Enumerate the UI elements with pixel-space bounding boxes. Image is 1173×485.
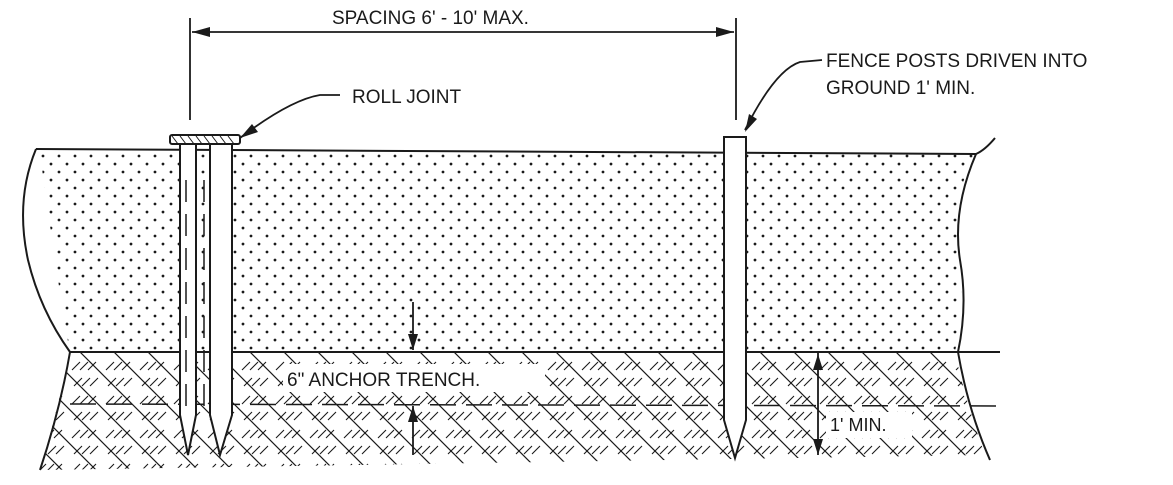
spacing-dimension bbox=[189, 18, 737, 120]
fence-posts-label-line2: GROUND 1' MIN. bbox=[826, 78, 975, 99]
min-depth-label: 1' MIN. bbox=[830, 415, 886, 435]
roll-joint-leader bbox=[239, 94, 340, 139]
fence-post-left-pair bbox=[169, 134, 241, 459]
min-depth-arrows bbox=[813, 352, 823, 455]
fence-posts-leader bbox=[744, 59, 823, 132]
fence-posts-label-line1: FENCE POSTS DRIVEN INTO bbox=[826, 51, 1087, 72]
anchor-trench-label-bg bbox=[283, 364, 545, 392]
anchor-trench-depth-arrows bbox=[408, 302, 418, 455]
roll-joint-label: ROLL JOINT bbox=[352, 87, 461, 108]
fence-post-right bbox=[723, 136, 747, 462]
min-depth-label-bg bbox=[826, 412, 912, 438]
spacing-label: SPACING 6' - 10' MAX. bbox=[332, 8, 529, 29]
anchor-trench-label: 6" ANCHOR TRENCH. bbox=[287, 370, 480, 391]
